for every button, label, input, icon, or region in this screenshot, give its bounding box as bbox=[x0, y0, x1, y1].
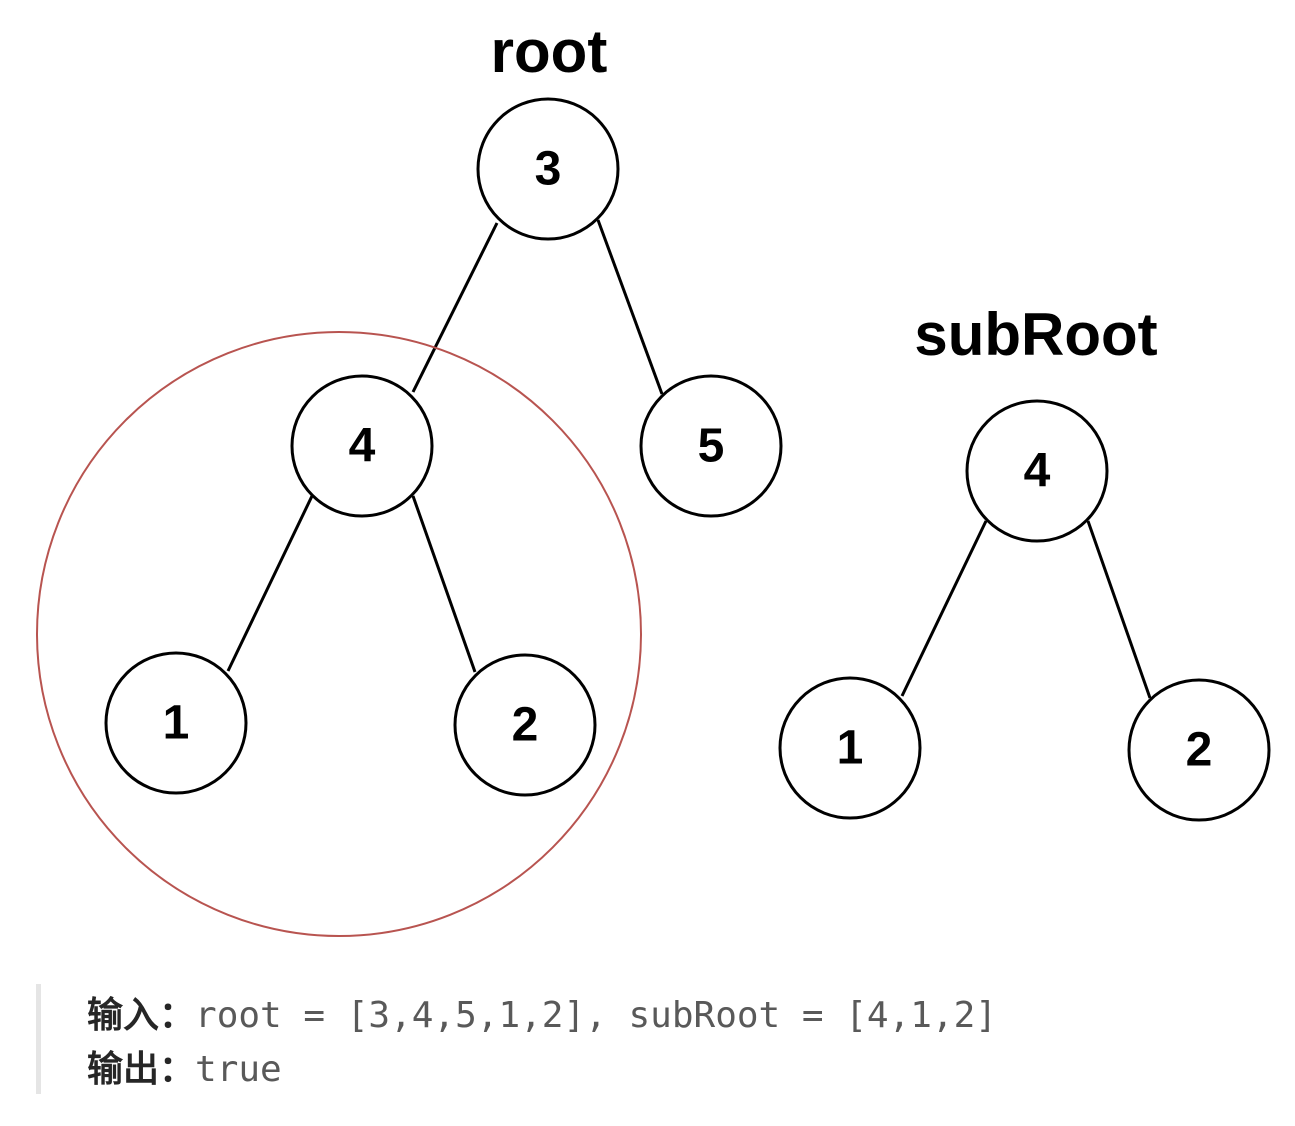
node-value: 1 bbox=[837, 722, 864, 775]
root-node-3: 3 bbox=[476, 97, 620, 241]
root-node-4: 4 bbox=[290, 374, 434, 518]
root-title: root bbox=[491, 18, 608, 85]
subroot-node-2: 2 bbox=[1127, 678, 1271, 822]
node-value: 1 bbox=[163, 697, 190, 750]
matching-subtree-highlight bbox=[36, 331, 642, 937]
output-line: 输出：true bbox=[87, 1042, 1136, 1096]
node-value: 2 bbox=[512, 699, 539, 752]
root-node-5: 5 bbox=[639, 374, 783, 518]
root-node-2: 2 bbox=[453, 653, 597, 797]
edge-4-1 bbox=[226, 495, 314, 672]
input-label: 输入： bbox=[87, 995, 196, 1036]
example-blockquote: 输入：root = [3,4,5,1,2], subRoot = [4,1,2]… bbox=[36, 984, 1136, 1094]
node-value: 2 bbox=[1186, 724, 1213, 777]
node-value: 3 bbox=[535, 143, 562, 196]
node-value: 4 bbox=[1024, 445, 1051, 498]
input-line: 输入：root = [3,4,5,1,2], subRoot = [4,1,2] bbox=[87, 988, 1136, 1042]
edge-3-5 bbox=[596, 219, 664, 395]
subroot-edge-4-1 bbox=[900, 520, 988, 697]
edge-3-4 bbox=[411, 222, 499, 393]
output-label: 输出： bbox=[87, 1049, 196, 1090]
subroot-title: subRoot bbox=[914, 301, 1157, 368]
input-value: root = [3,4,5,1,2], subRoot = [4,1,2] bbox=[195, 995, 997, 1036]
subroot-edge-4-2 bbox=[1086, 520, 1152, 699]
subroot-node-1: 1 bbox=[778, 676, 922, 820]
output-value: true bbox=[195, 1049, 282, 1090]
subroot-node-4: 4 bbox=[965, 399, 1109, 543]
node-value: 4 bbox=[349, 420, 376, 473]
root-node-1: 1 bbox=[104, 651, 248, 795]
node-value: 5 bbox=[698, 420, 725, 473]
edge-4-2 bbox=[411, 495, 477, 673]
tree-diagram: root subRoot 3 4 5 1 2 4 1 2 bbox=[36, 18, 1271, 937]
